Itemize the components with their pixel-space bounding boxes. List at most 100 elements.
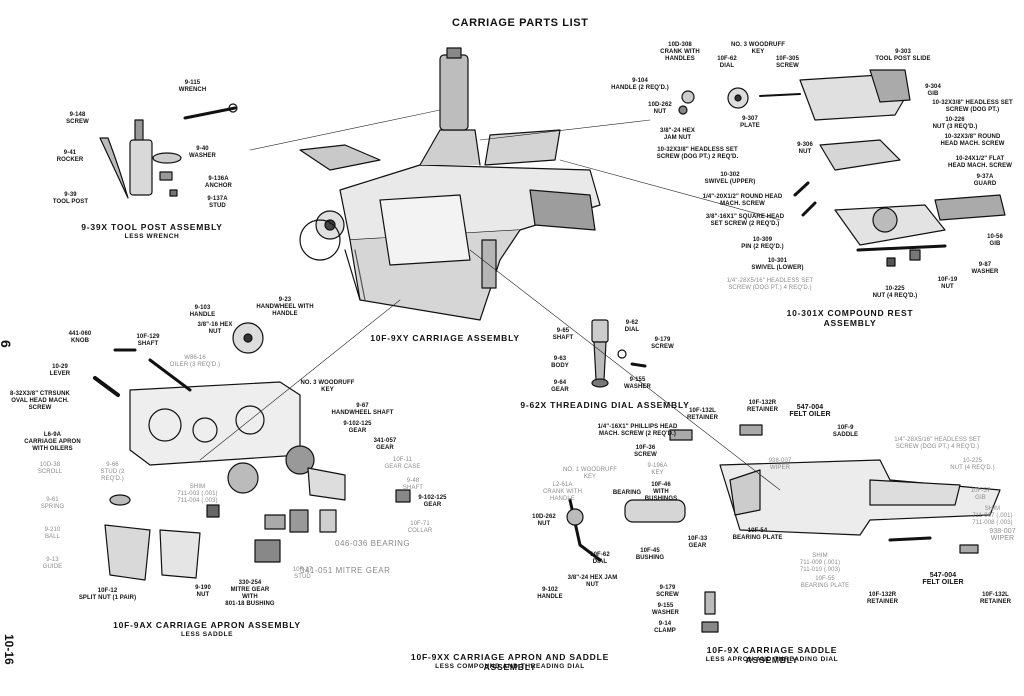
assembly-subtitle-saddle: LESS APRON AND THREADING DIAL [705,656,839,663]
threading-dial-drawing [591,319,647,388]
label-9-136a: 9-136A ANCHOR [205,176,232,189]
carriage-saddle-drawing [566,424,1001,633]
label-9-48: 9-48 SHAFT [402,478,424,491]
label-setscrew-top: 10-32x3/8" HEADLESS SET SCREW (DOG PT.) [932,100,1013,113]
assembly-subtitle-apron-saddle: LESS COMPOUND AND THREADING DIAL [435,663,585,670]
label-10f-55: 10F-55 BEARING PLATE [800,576,850,589]
page-title: CARRIAGE PARTS LIST [452,17,589,29]
label-10-302: 10-302 SWIVEL (UPPER) [704,172,756,185]
label-10f-132r-2: 10F-132R RETAINER [866,592,899,605]
label-shim-apron: SHIM 711-003 (.001) 711-004 (.003) [177,484,218,504]
label-10f-46: 10F-46 with bushings [644,482,678,502]
assembly-subtitle-apron: LESS SADDLE [180,631,234,638]
label-9-102: 9-102 HANDLE [537,587,563,600]
label-l2-61a: L2-61A CRANK with handle [543,482,582,502]
label-9-87: 9-87 WASHER [971,262,999,275]
label-9-62: 9-62 DIAL [624,320,640,333]
assembly-title-apron-saddle: 10F-9XX CARRIAGE APRON AND SADDLE ASSEMB… [410,652,610,672]
label-10f-132l: 10F-132L RETAINER [686,408,719,421]
label-9-40: 9-40 WASHER [189,146,216,159]
label-10-56: 10-56 GIB [987,234,1003,247]
label-10f-132r: 10F-132R RETAINER [746,400,779,413]
label-wiper-right: 938-007 WIPER [989,528,1016,542]
label-9-307: 9-307 PLATE [740,116,760,129]
label-shim-saddle: SHIM 711-009 (.001) 711-010 (.003) [799,553,841,573]
label-9-23: 9-23 HANDWHEEL with handle [256,297,314,317]
assembly-title-saddle: 10F-9X CARRIAGE SADDLE ASSEMBLY [706,645,838,665]
label-shim-saddle-2: SHIM 711-007 (.001) 711-008 (.003) [972,506,1013,526]
page-code: 10-16 [2,634,16,665]
label-roundhead-mid: 1/4"-20x1/2" ROUND HEAD MACH. SCREW [702,194,783,207]
label-phillips: 1/4"-16x1" PHILLIPS HEAD MACH. SCREW (2 … [597,424,678,437]
label-flat-head: 10-24x1/2" FLAT HEAD MACH. SCREW [948,156,1012,169]
compound-rest-drawing [678,69,1006,267]
label-10f-45: 10F-45 BUSHING [635,548,665,561]
label-10d-262-saddle: 10D-262 NUT [532,514,556,527]
label-10f-62-saddle: 10F-62 DIAL [590,552,610,565]
label-10-301: 10-301 SWIVEL (LOWER) [751,258,804,271]
label-9-179: 9-179 SCREW [651,337,674,350]
label-10f-71: 10F-71 COLLAR [407,521,433,534]
label-setscrew-mid: 10-32x3/8" HEADLESS SET SCREW (DOG PT.) … [656,147,739,160]
label-no3-woodruff: No. 3 WOODRUFF KEY [730,42,786,55]
assembly-subtitle-tool-post: LESS WRENCH [124,233,180,240]
assembly-title-carriage: 10F-9XY CARRIAGE ASSEMBLY [370,333,520,343]
label-9-102-125b: 9-102-125 GEAR [418,495,447,508]
assembly-title-apron: 10F-9AX CARRIAGE APRON ASSEMBLY [113,620,301,630]
label-9-155-saddle: 9-155 WASHER [652,603,679,616]
label-10d-262: 10D-262 NUT [648,102,672,115]
label-547-004-2: 547-004 FELT OILER [922,572,964,586]
label-10-309: 10-309 PIN (2 REQ'D.) [741,237,784,250]
label-9-63: 9-63 BODY [551,356,569,369]
label-9-37a: 9-37A GUARD [973,174,997,187]
label-oiler: W86-16 OILER (3 REQ'D.) [169,355,221,368]
label-9-190: 9-190 NUT [195,585,211,598]
label-441-060: 441-060 KNOB [68,331,92,344]
page-side-number: 6 [0,340,14,348]
label-10f-62: 10F-62 DIAL [717,56,737,69]
label-9-148: 9-148 SCREW [66,112,89,125]
label-10f-17: 10F-17 STUD [292,567,313,580]
label-9-210: 9-210 BALL [44,527,61,540]
label-10f-132l-2: 10F-132L RETAINER [979,592,1012,605]
label-10f-9: 10F-9 SADDLE [832,425,859,438]
label-10f-12: 10F-12 SPLIT NUT (1 PAIR) [78,588,137,601]
label-9-102-125: 9-102-125 GEAR [343,421,372,434]
label-no1-woodruff: No. 1 WOODRUFF KEY [562,467,618,480]
assembly-title-compound-rest: 10-301X COMPOUND REST ASSEMBLY [786,308,914,328]
label-squarehead: 3/8"-16x1" SQUARE HEAD SET SCREW (2 REQ'… [705,214,785,227]
label-10f-11: 10F-11 GEAR CASE [384,457,421,470]
label-10f-33: 10F-33 GEAR [687,536,708,549]
label-9-104: 9-104 HANDLE (2 REQ'D.) [611,78,669,91]
label-9-179-saddle: 9-179 SCREW [656,585,679,598]
label-9-303: 9-303 TOOL POST SLIDE [875,49,931,62]
assembly-title-threading-dial: 9-62X THREADING DIAL ASSEMBLY [520,400,690,410]
label-9-137a: 9-137A STUD [207,196,228,209]
label-roundhead-top: 10-32x3/8" ROUND HEAD MACH. SCREW [940,134,1005,147]
label-hex-nut-apron: 3/8"-16 HEX NUT [197,322,233,335]
label-046-036: 046-036 BEARING [335,539,411,548]
label-9-41: 9-41 ROCKER [56,150,84,163]
label-9-115: 9-115 WRENCH [178,80,207,93]
label-setscrew-low: 1/4"-28x5/16" HEADLESS SET SCREW (DOG PT… [726,278,814,291]
label-9-103: 9-103 HANDLE [189,305,216,318]
label-10f-57: 10F-57 GIB [970,488,991,501]
label-10f-36: 10F-36 SCREW [634,445,657,458]
label-547-004: 547-004 FELT OILER [789,404,831,418]
label-9-196a: 9-196A KEY [647,463,668,476]
assembly-leader-lines [199,109,781,491]
label-10f-19: 10F-19 NUT [937,277,958,290]
label-10f-305: 10F-305 SCREW [775,56,800,69]
carriage-assembly-drawing [299,47,601,321]
label-10f-54: 10F-54 BEARING PLATE [732,528,783,541]
label-9-61: 9-61 SPRING [40,497,65,510]
label-9-306: 9-306 NUT [797,142,813,155]
assembly-title-tool-post: 9-39X TOOL POST ASSEMBLY [81,222,223,232]
label-10-225-cr: 10-225 NUT (4 REQ'D.) [872,286,918,299]
label-10d-308: 10D-308 CRANK with handles [660,42,700,62]
label-bearing-saddle: BEARING [612,490,642,496]
label-10d-38: 10D-38 SCROLL [37,462,63,475]
label-9-14: 9-14 CLAMP [654,621,676,634]
